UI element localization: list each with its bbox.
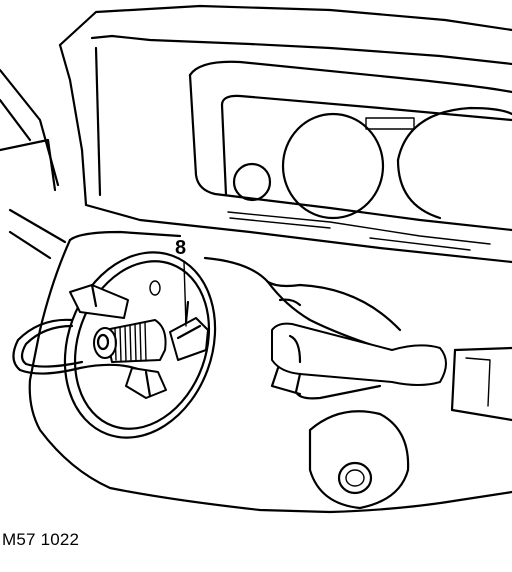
windscreen-pillar [0, 68, 67, 260]
rotary-coupler [63, 251, 217, 439]
callout-leader-8 [183, 261, 187, 327]
wiring-harness [12, 318, 167, 399]
coupler-connector [169, 300, 209, 361]
ignition-switch [308, 410, 410, 510]
dashboard-top [58, 4, 512, 264]
instrument-cluster [188, 60, 512, 251]
callout-label-8: 8 [175, 237, 187, 259]
figure-code: M57 1022 [2, 530, 80, 549]
column-stalk [270, 322, 512, 422]
steering-shaft [93, 319, 167, 363]
